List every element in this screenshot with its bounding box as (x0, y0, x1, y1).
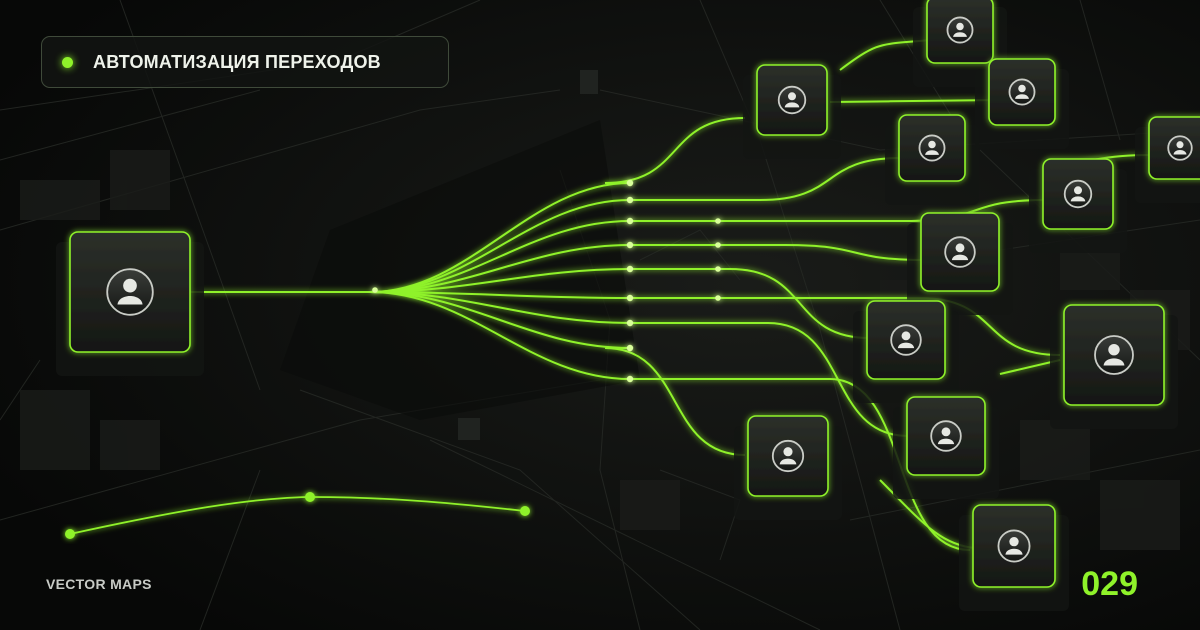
user-icon-head (901, 331, 911, 341)
user-icon-body (1015, 94, 1029, 99)
user-icon-body (1103, 358, 1125, 366)
user-icon-head (1009, 536, 1019, 547)
user-icon-head (1018, 84, 1026, 93)
source-node (56, 231, 204, 376)
connection-line (190, 291, 971, 551)
connection-dot (715, 218, 721, 224)
bottom-curve-dot (520, 506, 530, 516)
user-icon-head (123, 278, 137, 293)
connection-dot (715, 242, 721, 248)
connection-dot (715, 266, 721, 272)
connection-line (190, 157, 901, 293)
user-icon-head (956, 22, 964, 31)
connection-dot (715, 295, 721, 301)
target-node (907, 212, 1013, 315)
landmark-cube (458, 418, 480, 440)
user-icon-body (953, 32, 967, 37)
user-icon-body (117, 295, 143, 305)
landmark-cube (580, 70, 598, 94)
target-node (1050, 304, 1178, 429)
target-node (1029, 158, 1127, 253)
user-icon-body (1005, 548, 1023, 555)
user-icon-head (783, 447, 793, 457)
user-icon-body (937, 438, 955, 445)
user-icon-body (1070, 196, 1086, 202)
user-icon-body (925, 150, 939, 155)
connection-dot (372, 287, 378, 293)
target-node (975, 58, 1069, 149)
connection-dot (626, 196, 634, 204)
connection-dots (372, 179, 721, 383)
user-icon-head (928, 140, 936, 149)
user-icon-body (897, 342, 915, 349)
connection-dot (626, 375, 634, 383)
connection-line (190, 199, 1046, 293)
connection-dot (626, 217, 634, 225)
user-icon-body (1173, 150, 1187, 155)
target-node (893, 396, 999, 499)
bottom-curve-dot (65, 529, 75, 539)
target-node (959, 504, 1069, 611)
user-icon-body (951, 254, 969, 261)
target-node (885, 114, 979, 205)
connection-dot (626, 179, 634, 187)
user-icon-head (1074, 186, 1082, 195)
target-node (913, 0, 1007, 87)
connection-dot (626, 294, 634, 302)
connection-dot (626, 344, 634, 352)
user-icon-head (788, 92, 796, 101)
target-node (734, 415, 842, 520)
user-icon-head (955, 243, 965, 253)
connection-dot (626, 241, 634, 249)
target-node (743, 64, 841, 159)
user-nodes (56, 0, 1200, 611)
dark-river (280, 120, 640, 420)
user-icon-head (941, 427, 951, 437)
connection-line (829, 99, 1001, 103)
page-title: АВТОМАТИЗАЦИЯ ПЕРЕХОДОВ (93, 51, 381, 72)
user-icon-body (784, 102, 800, 108)
target-node (853, 300, 959, 403)
user-icon-body (779, 458, 797, 465)
title-badge: АВТОМАТИЗАЦИЯ ПЕРЕХОДОВ (41, 36, 449, 88)
connection-line (190, 117, 746, 293)
user-icon-head (1108, 343, 1120, 356)
connection-line (190, 244, 926, 293)
connection-dot (626, 319, 634, 327)
connection-dot (626, 265, 634, 273)
issue-number: 029 (1081, 565, 1138, 603)
user-icon-head (1176, 141, 1184, 149)
target-node (1135, 116, 1200, 203)
green-dot-icon (62, 56, 73, 68)
bottom-curve-dot (305, 492, 315, 502)
brand-label: VECTOR MAPS (46, 576, 152, 592)
